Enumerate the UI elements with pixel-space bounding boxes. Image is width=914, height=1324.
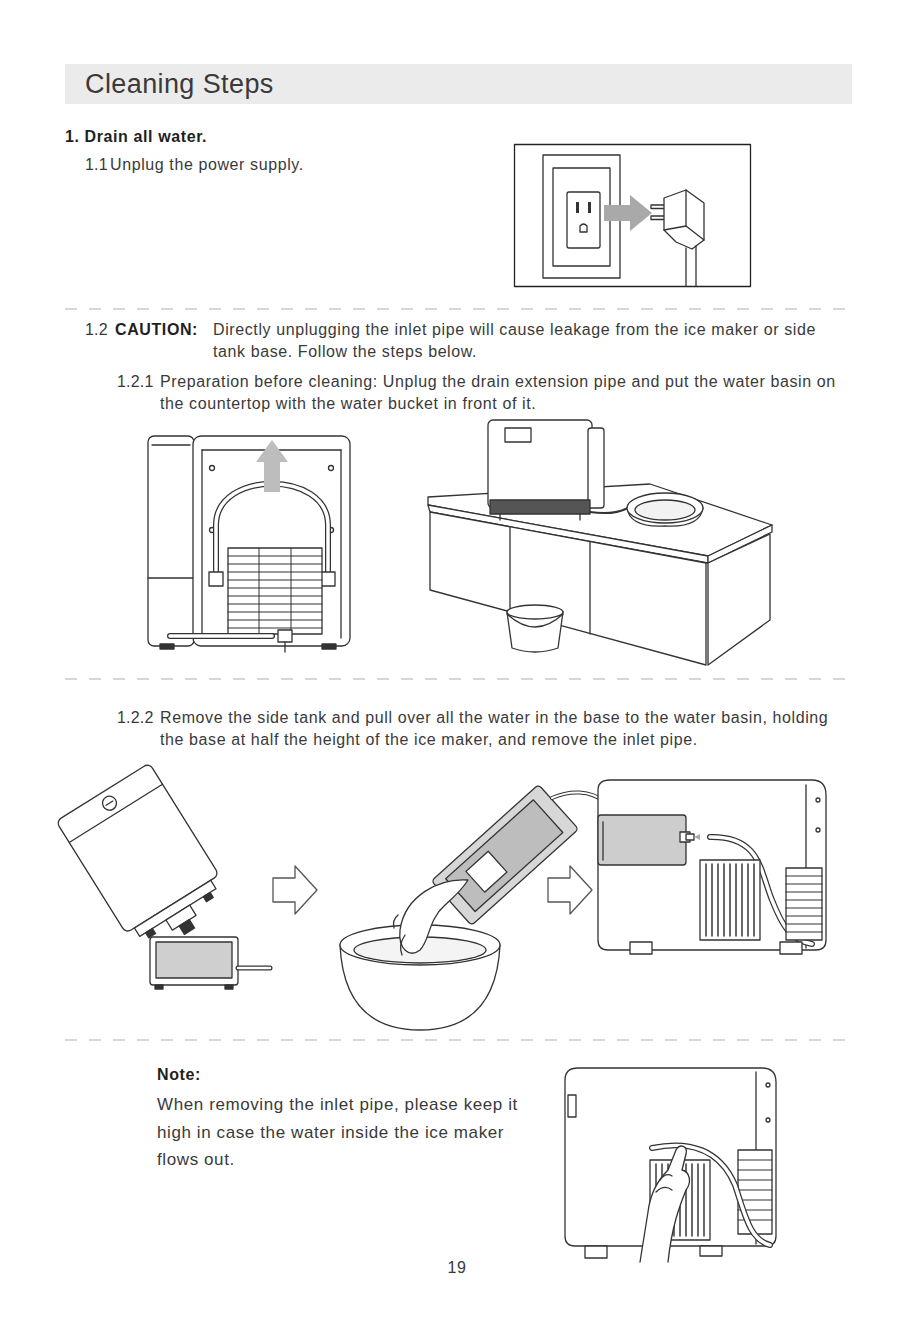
page-number: 19: [407, 1257, 507, 1279]
pour-water-illustration: [340, 785, 605, 1030]
unplug-illustration: [515, 145, 751, 287]
page-title: Cleaning Steps: [85, 64, 274, 104]
step-text: Preparation before cleaning: Unplug the …: [160, 371, 850, 415]
note-heading: Note:: [157, 1064, 357, 1086]
separators: [65, 309, 852, 1040]
ice-maker-back-view: [148, 436, 350, 652]
countertop-scene: [428, 420, 772, 665]
step-text: Remove the side tank and pull over all t…: [160, 707, 850, 751]
hold-pipe-high-illustration: [565, 1068, 776, 1262]
section-heading: 1. Drain all water.: [65, 126, 465, 148]
inlet-pipe-removal: [598, 780, 826, 954]
side-tank-removal: [56, 763, 317, 989]
header-band: [65, 64, 852, 104]
caution-text: Directly unplugging the inlet pipe will …: [213, 319, 853, 363]
step-number: 1.2: [85, 319, 115, 341]
note-text: When removing the inlet pipe, please kee…: [157, 1091, 547, 1174]
step-number: 1.2.1: [117, 371, 161, 393]
caution-label: CAUTION:: [115, 319, 215, 341]
step-number: 1.2.2: [117, 707, 161, 729]
step-text: Unplug the power supply.: [110, 154, 490, 176]
